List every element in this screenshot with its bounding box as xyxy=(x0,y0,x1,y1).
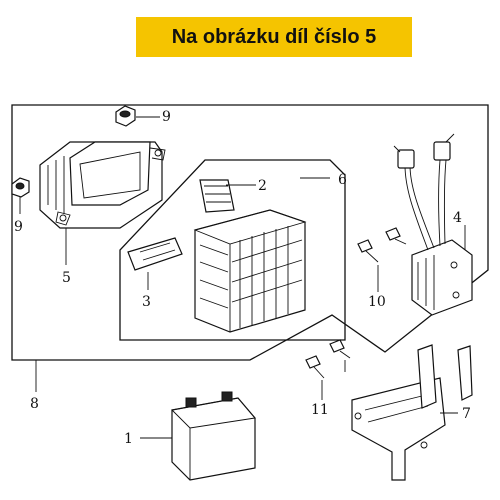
pad-2 xyxy=(199,179,235,213)
group-frame-6 xyxy=(119,159,346,341)
nut-9-left xyxy=(11,177,30,198)
callout-5: 5 xyxy=(62,270,71,286)
callout-2: 2 xyxy=(258,178,267,194)
bolts-10 xyxy=(357,227,407,263)
callout-11: 11 xyxy=(311,402,329,418)
holder-5 xyxy=(39,141,166,229)
callout-4: 4 xyxy=(453,210,462,226)
callout-1: 1 xyxy=(124,431,133,447)
callout-8: 8 xyxy=(30,396,39,412)
bracket-7 xyxy=(351,344,473,481)
callout-10: 10 xyxy=(368,294,386,310)
group-frame-8 xyxy=(11,104,489,361)
box-unit-6 xyxy=(193,209,307,333)
banner-text: Na obrázku díl číslo 5 xyxy=(171,26,377,48)
title-banner: Na obrázku díl číslo 5 xyxy=(136,17,412,57)
battery-1 xyxy=(171,391,256,481)
pad-3 xyxy=(127,237,183,271)
callout-3: 3 xyxy=(142,294,151,310)
callout-9-top: 9 xyxy=(162,109,171,125)
callout-6: 6 xyxy=(338,172,347,188)
callout-9-left: 9 xyxy=(14,219,23,235)
nut-9-top xyxy=(115,105,136,127)
callout-7: 7 xyxy=(462,406,471,422)
bolts-11 xyxy=(305,339,351,379)
regulator-4 xyxy=(393,133,473,316)
